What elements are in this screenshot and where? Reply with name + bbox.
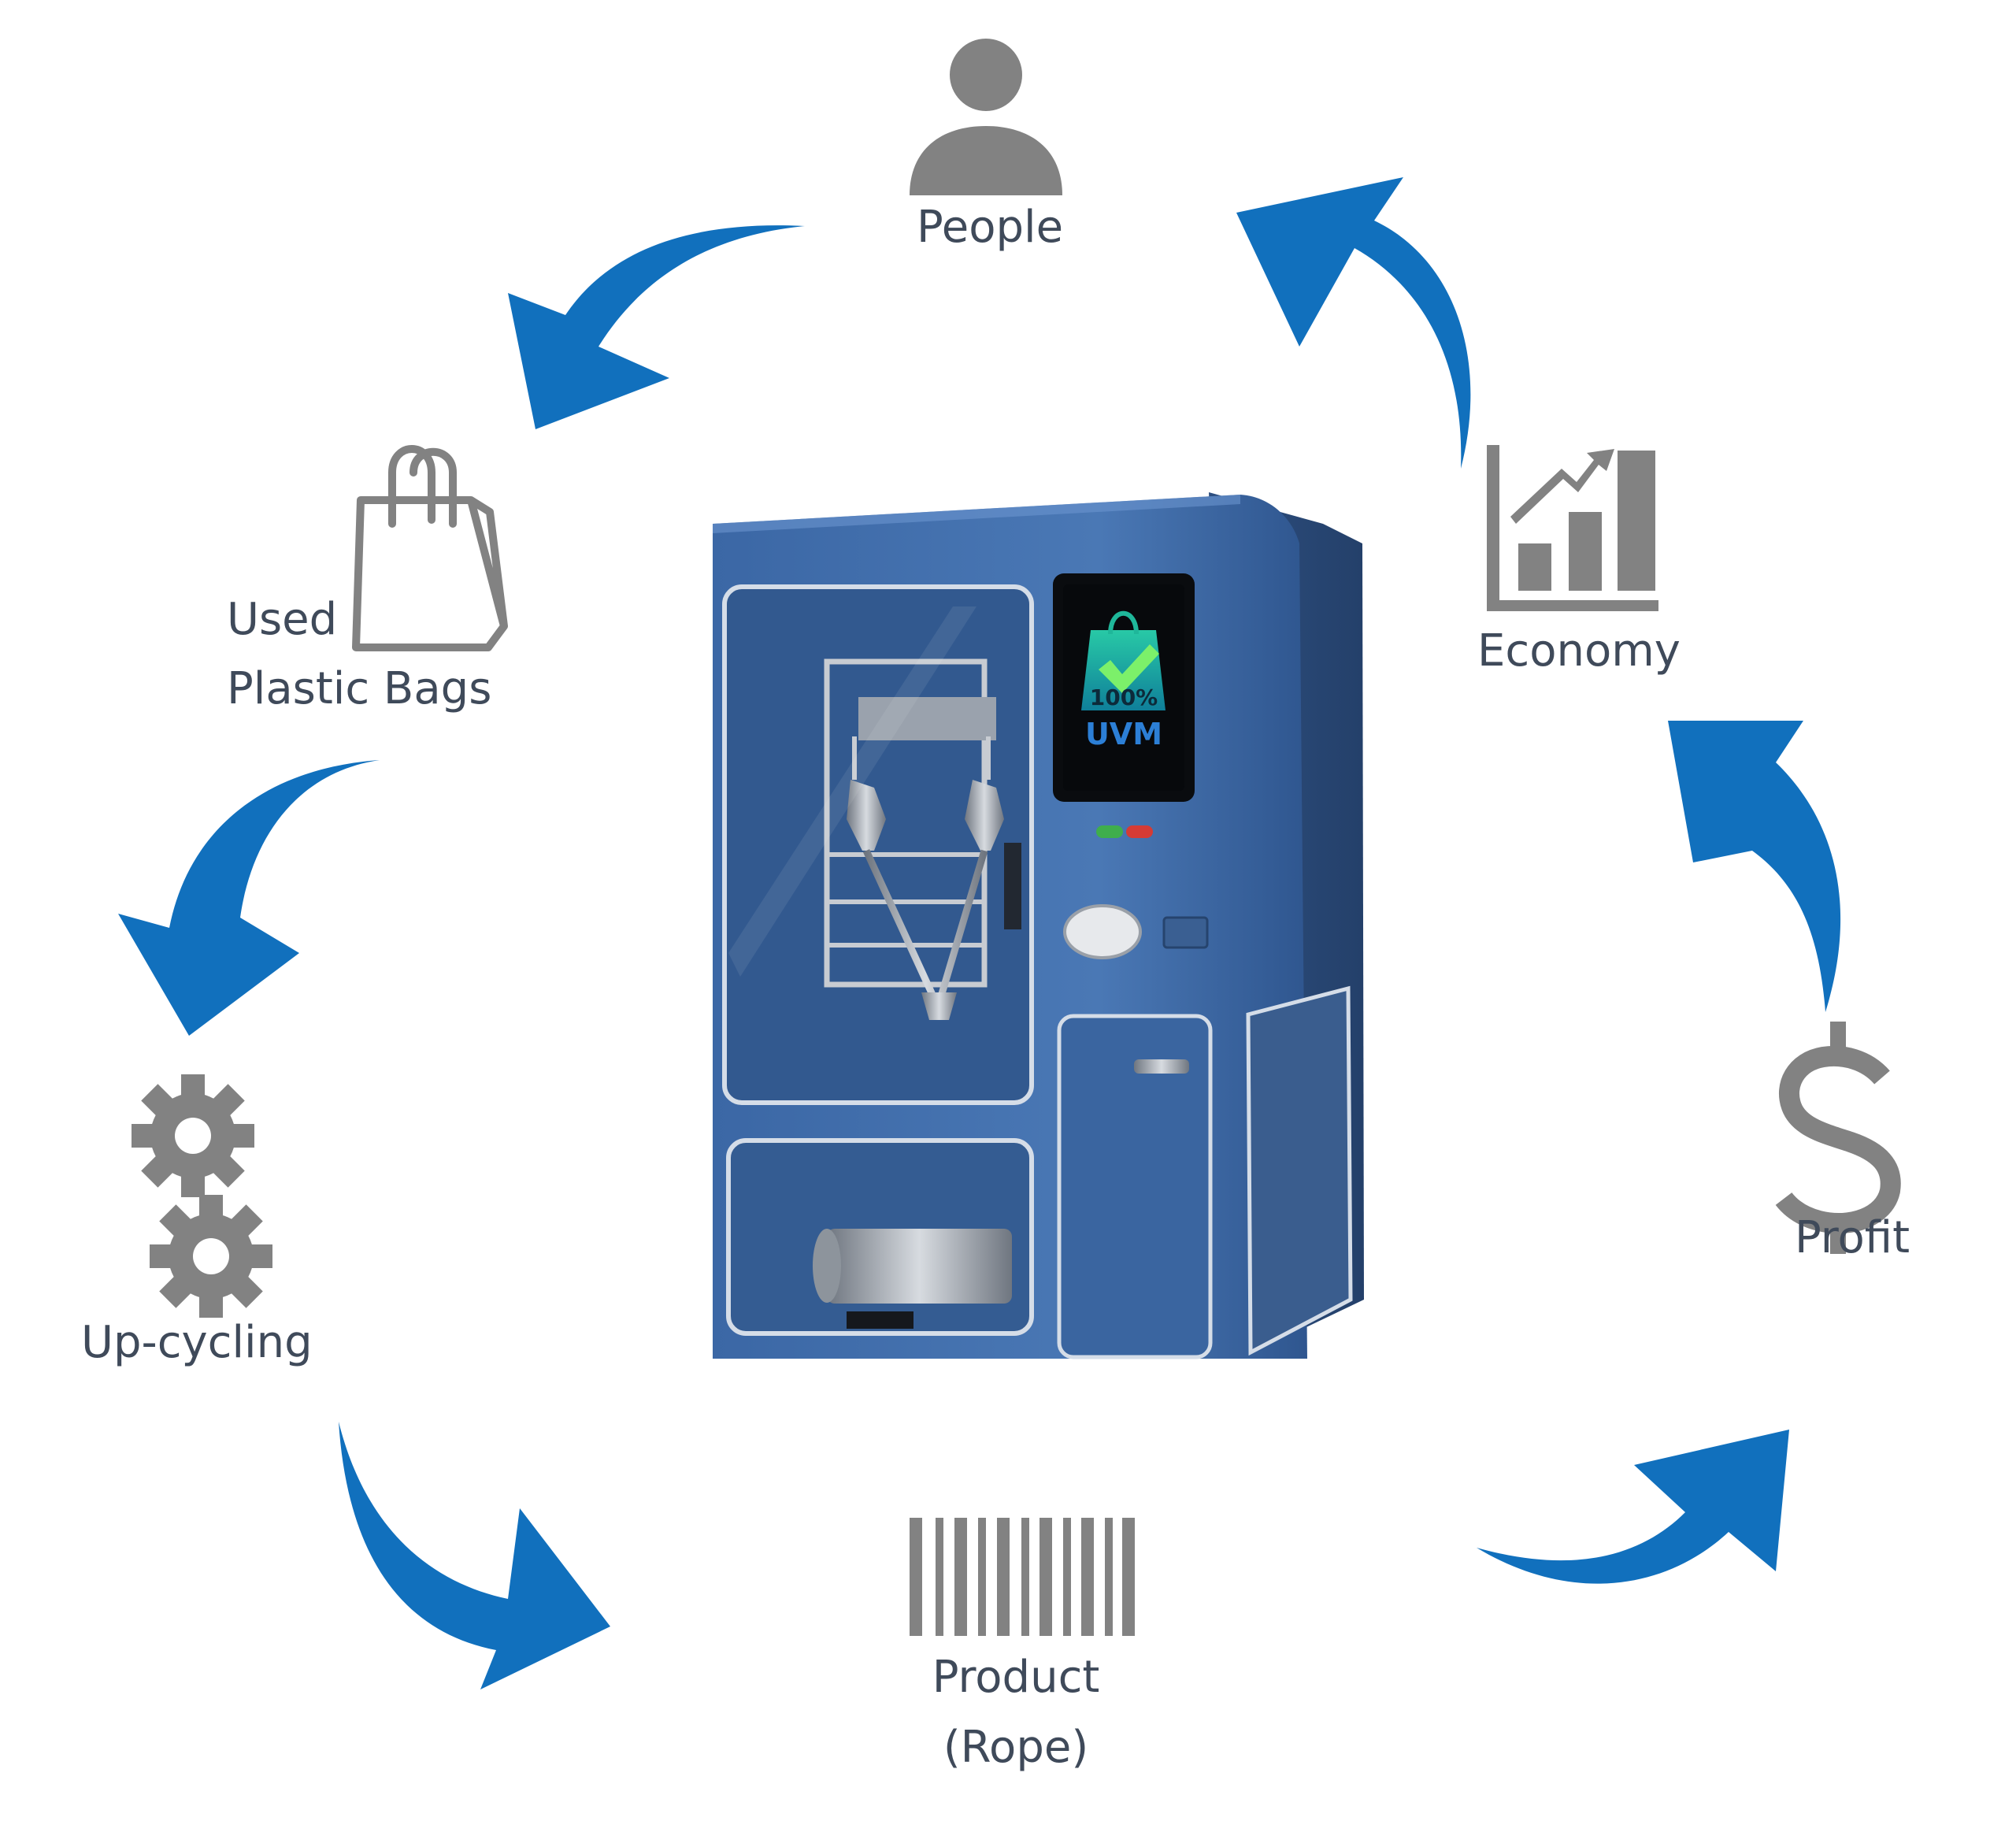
- product-label-line1: Product: [932, 1652, 1100, 1703]
- gear-icon: [132, 1074, 254, 1197]
- node-upcycling: Up-cycling: [81, 1074, 313, 1368]
- dollar-icon: [1775, 1022, 1901, 1254]
- uvm-screen: 100% UVM: [1053, 573, 1195, 802]
- uvm-vending-machine: 100% UVM: [713, 492, 1364, 1359]
- bags-label-line1: Used: [227, 594, 337, 645]
- node-used-plastic-bags: Used Plastic Bags: [227, 445, 508, 714]
- cycle-arrows: [118, 177, 1841, 1689]
- eco-bag-icon: [1081, 610, 1166, 710]
- dispensing-door: [1057, 1014, 1213, 1359]
- upper-window: [722, 584, 1034, 1105]
- profit-label: Profit: [1795, 1212, 1910, 1263]
- indicator-lights: [1096, 825, 1153, 838]
- screen-percent-text: 100%: [1090, 684, 1158, 710]
- node-product: Product (Rope): [910, 1518, 1135, 1773]
- card-reader: [1162, 916, 1209, 949]
- gear-icon-secondary: [150, 1195, 272, 1318]
- node-economy: Economy: [1477, 445, 1681, 677]
- screen-uvm-text: UVM: [1085, 717, 1162, 751]
- growth-chart-icon: [1487, 445, 1658, 611]
- product-label-line2: (Rope): [943, 1722, 1088, 1773]
- shopping-bag-icon: [352, 445, 508, 651]
- node-profit: Profit: [1775, 1022, 1910, 1263]
- arrow-product-to-profit: [1477, 1430, 1789, 1584]
- lower-window: [726, 1138, 1034, 1336]
- people-label: People: [917, 202, 1063, 253]
- side-glass-panel: [1246, 985, 1353, 1356]
- person-icon: [910, 39, 1062, 195]
- node-people: People: [910, 39, 1063, 253]
- barcode-icon: [910, 1518, 1135, 1636]
- economy-label: Economy: [1477, 625, 1681, 677]
- bags-label-line2: Plastic Bags: [227, 663, 491, 714]
- upcycling-label: Up-cycling: [81, 1317, 313, 1368]
- arrow-economy-to-people: [1236, 177, 1471, 469]
- arrow-bags-to-upcycling: [118, 760, 380, 1036]
- arrow-upcycling-to-product: [339, 1422, 610, 1689]
- arrow-people-to-bags: [508, 225, 805, 429]
- bag-insertion-slot: [1063, 904, 1142, 959]
- arrow-profit-to-economy: [1668, 721, 1841, 1012]
